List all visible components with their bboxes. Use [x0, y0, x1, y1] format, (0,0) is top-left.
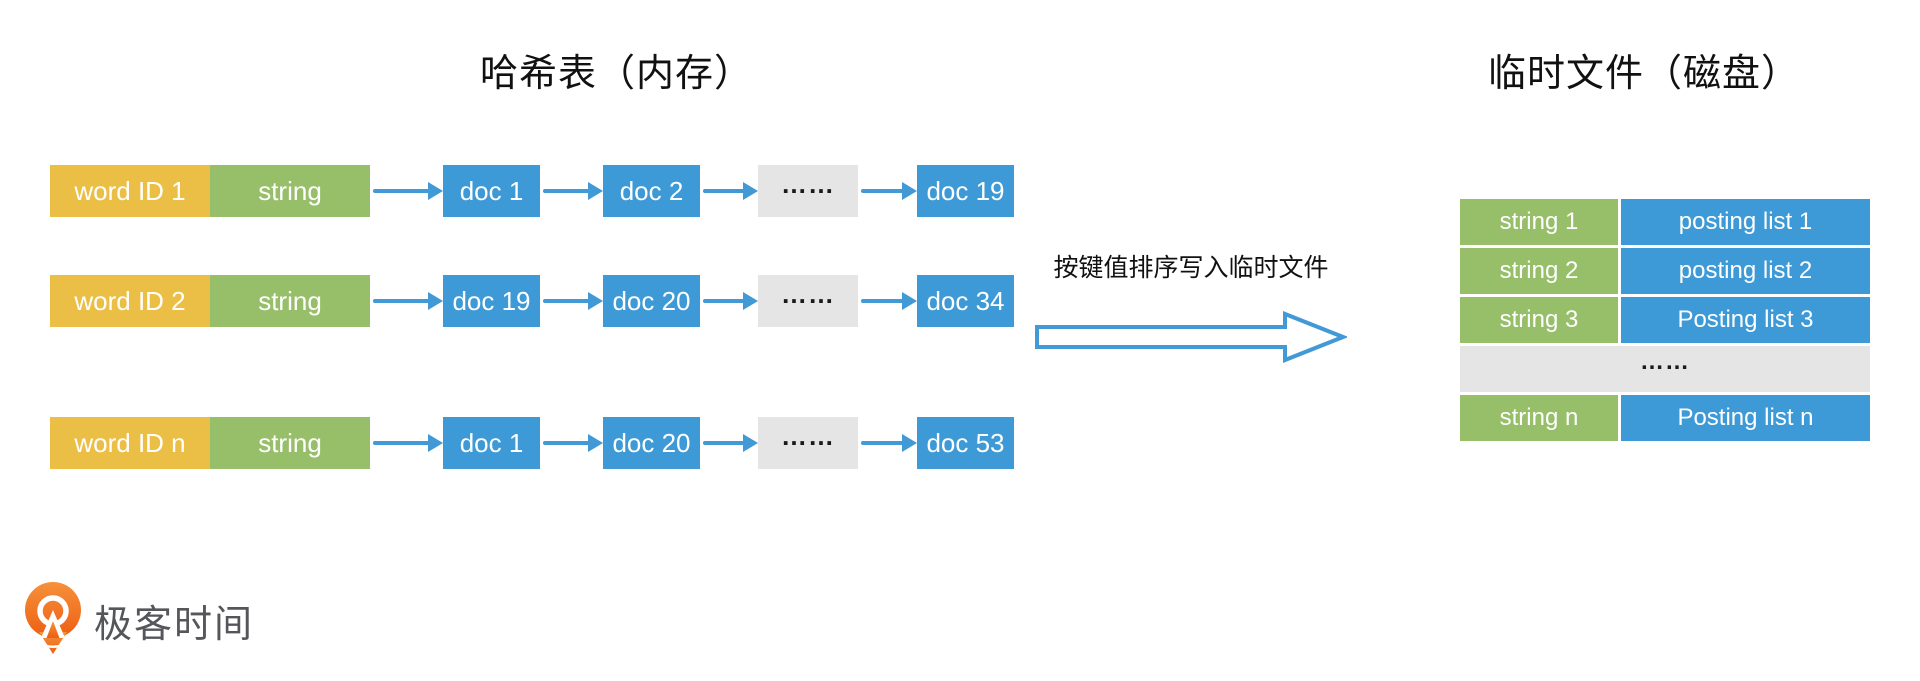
big-right-arrow-icon: [1035, 311, 1347, 363]
string-cell: string: [210, 275, 370, 327]
link-arrow-icon: [540, 275, 603, 327]
link-arrow-icon: [370, 417, 443, 469]
string-key-cell: string 1: [1460, 199, 1618, 245]
link-arrow-icon: [540, 417, 603, 469]
link-arrow-icon: [858, 165, 917, 217]
link-arrow-icon: [370, 165, 443, 217]
doc-node: doc 53: [917, 417, 1014, 469]
geektime-logo-icon: [25, 582, 81, 654]
posting-list-cell: Posting list n: [1621, 395, 1870, 441]
link-arrow-icon: [370, 275, 443, 327]
link-arrow-icon: [858, 417, 917, 469]
doc-node: doc 2: [603, 165, 700, 217]
link-arrow-icon: [700, 275, 758, 327]
link-arrow-icon: [540, 165, 603, 217]
ellipsis-node: ……: [758, 417, 858, 469]
temp-file-title: 临时文件（磁盘）: [1488, 53, 1801, 95]
string-key-cell: string 2: [1460, 248, 1618, 294]
doc-node: doc 19: [443, 275, 540, 327]
ellipsis-node: ……: [758, 165, 858, 217]
hash-row-n: word ID n string doc 1 doc 20 …… doc 53: [50, 417, 1014, 469]
posting-list-cell: posting list 1: [1621, 199, 1870, 245]
doc-node: doc 20: [603, 275, 700, 327]
hash-row-1: word ID 1 string doc 1 doc 2 …… doc 19: [50, 165, 1014, 217]
word-id-cell: word ID n: [50, 417, 210, 469]
table-ellipsis-row: ……: [1460, 346, 1870, 392]
temp-file-table: string 1 posting list 1 string 2 posting…: [1460, 199, 1870, 441]
word-id-cell: word ID 2: [50, 275, 210, 327]
doc-node: doc 20: [603, 417, 700, 469]
brand-name: 极客时间: [94, 603, 255, 646]
string-key-cell: string 3: [1460, 297, 1618, 343]
string-cell: string: [210, 165, 370, 217]
ellipsis-text: ……: [1640, 348, 1690, 375]
posting-list-cell: posting list 2: [1621, 248, 1870, 294]
word-id-cell: word ID 1: [50, 165, 210, 217]
doc-node: doc 1: [443, 417, 540, 469]
ellipsis-text: ……: [781, 420, 835, 451]
hash-table-title: 哈希表（内存）: [480, 53, 754, 95]
link-arrow-icon: [858, 275, 917, 327]
brand-logo: 极客时间: [24, 580, 254, 660]
string-cell: string: [210, 417, 370, 469]
link-arrow-icon: [700, 417, 758, 469]
hash-row-2: word ID 2 string doc 19 doc 20 …… doc 34: [50, 275, 1014, 327]
ellipsis-text: ……: [781, 278, 835, 309]
link-arrow-icon: [700, 165, 758, 217]
ellipsis-node: ……: [758, 275, 858, 327]
doc-node: doc 1: [443, 165, 540, 217]
string-key-cell: string n: [1460, 395, 1618, 441]
doc-node: doc 19: [917, 165, 1014, 217]
ellipsis-text: ……: [781, 168, 835, 199]
doc-node: doc 34: [917, 275, 1014, 327]
transfer-caption: 按键值排序写入临时文件: [1053, 254, 1329, 282]
posting-list-cell: Posting list 3: [1621, 297, 1870, 343]
